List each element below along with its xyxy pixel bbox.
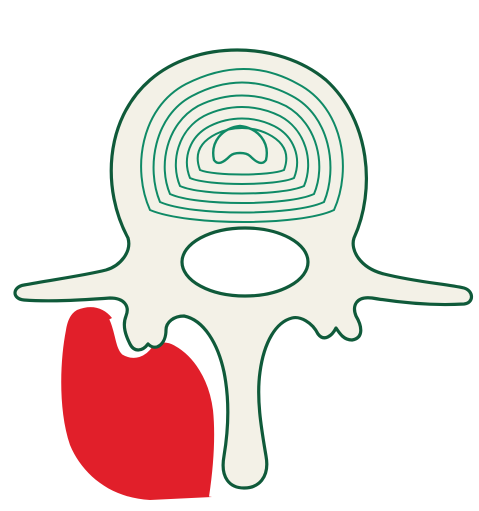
- spinal-canal: [182, 228, 308, 296]
